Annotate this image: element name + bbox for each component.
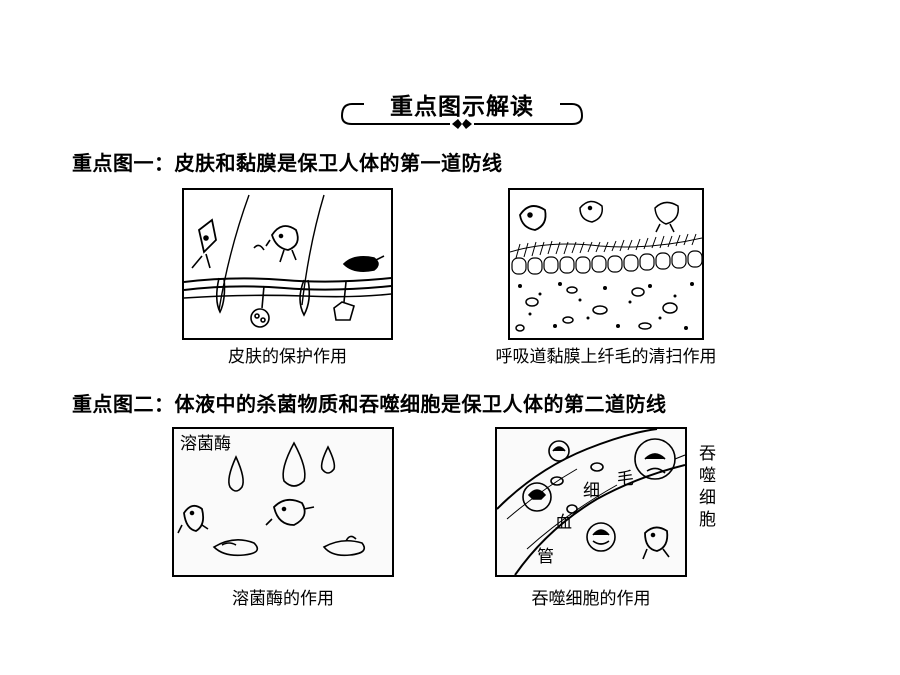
section1-heading: 重点图一：皮肤和黏膜是保卫人体的第一道防线: [72, 151, 503, 175]
capillary-label-1: 毛: [617, 469, 634, 489]
phagocyte-figure: 毛 细 血 管: [495, 427, 687, 577]
lysozyme-label: 溶菌酶: [180, 434, 231, 454]
phagocyte-label-1: 吞: [699, 444, 716, 464]
diamond-icon: [452, 119, 462, 129]
capillary-label-2: 细: [583, 481, 600, 501]
section2-heading: 重点图二：体液中的杀菌物质和吞噬细胞是保卫人体的第二道防线: [72, 392, 667, 416]
section-banner: 重点图示解读: [338, 92, 586, 140]
phagocyte-label-2: 噬: [699, 466, 716, 486]
capillary-label-3: 血: [555, 513, 572, 533]
phagocyte-label-3: 细: [699, 488, 716, 508]
mucosa-cilia-figure: [508, 188, 704, 340]
phagocyte-label-4: 胞: [699, 510, 716, 530]
mucosa-cilia-caption: 呼吸道黏膜上纤毛的清扫作用: [495, 347, 717, 367]
banner-frame: [341, 103, 583, 129]
lysozyme-caption: 溶菌酶的作用: [232, 589, 334, 609]
phagocyte-caption: 吞噬细胞的作用: [531, 589, 651, 609]
skin-protection-caption: 皮肤的保护作用: [228, 347, 347, 367]
skin-protection-figure: [182, 188, 393, 340]
banner-title: 重点图示解读: [390, 94, 534, 120]
lysozyme-figure: 溶菌酶: [172, 427, 394, 577]
capillary-label-4: 管: [537, 547, 554, 567]
